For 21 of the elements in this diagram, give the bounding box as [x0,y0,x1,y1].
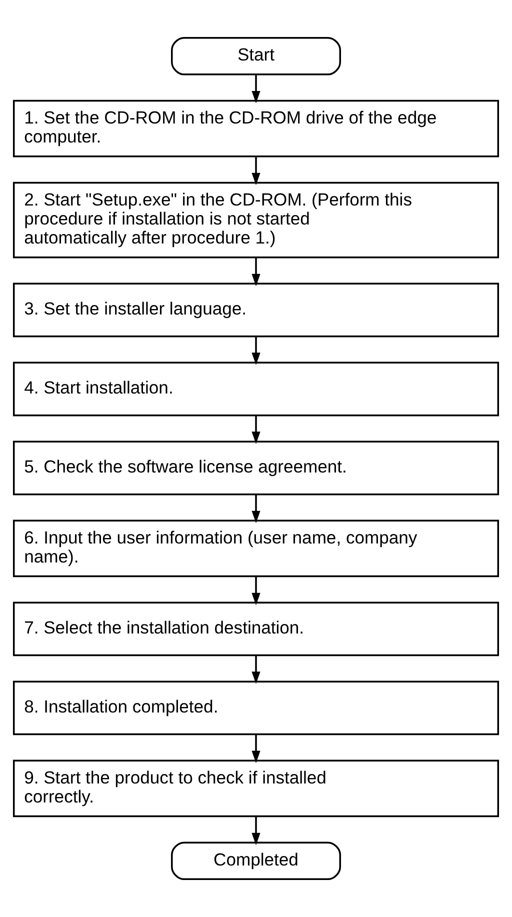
node-box: 7. Select the installation destination. [12,602,500,656]
node-box: 1. Set the CD-ROM in the CD-ROM drive of the edge computer. [12,100,500,158]
arrow [252,576,260,606]
arrow [252,655,260,684]
node-box: 4. Start installation. [12,362,500,416]
node-box: 9. Start the product to check if installed correctly. [12,760,500,818]
arrow [252,415,260,444]
arrow [252,494,260,524]
arrow [252,734,260,764]
node-box: 5. Check the software license agreement. [12,440,500,496]
arrow [252,816,260,846]
node-box: 2. Start "Setup.exe" in the CD-ROM. (Perform this procedure if installation is not started automatically after procedure 1.) [12,182,500,258]
node-box: 8. Installation completed. [12,680,500,736]
node-box: 3. Set the installer language. [12,282,500,338]
node-box: Completed [171,842,341,880]
arrow [252,336,260,365]
arrow [252,75,260,104]
node-box: 6. Input the user information (user name, company name). [12,520,500,578]
arrow [252,257,260,286]
node-box: Start [171,36,341,76]
arrow [252,156,260,186]
